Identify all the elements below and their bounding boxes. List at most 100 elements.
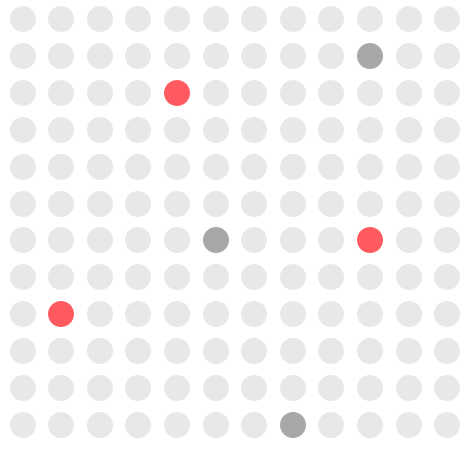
grid-dot[interactable]	[48, 116, 75, 143]
grid-dot-red[interactable]	[356, 227, 383, 254]
grid-dot[interactable]	[395, 338, 422, 365]
grid-dot[interactable]	[356, 264, 383, 291]
grid-dot[interactable]	[125, 116, 152, 143]
grid-dot[interactable]	[9, 411, 36, 438]
grid-dot[interactable]	[48, 227, 75, 254]
grid-dot[interactable]	[125, 153, 152, 180]
grid-dot[interactable]	[86, 6, 113, 32]
grid-dot[interactable]	[241, 264, 268, 291]
grid-dot[interactable]	[279, 116, 306, 143]
grid-dot[interactable]	[241, 190, 268, 217]
grid-dot[interactable]	[9, 264, 36, 291]
grid-dot[interactable]	[241, 301, 268, 328]
grid-dot[interactable]	[356, 411, 383, 438]
grid-dot[interactable]	[163, 227, 190, 254]
grid-dot[interactable]	[9, 375, 36, 401]
grid-dot[interactable]	[9, 153, 36, 180]
grid-dot[interactable]	[434, 116, 461, 143]
grid-dot[interactable]	[279, 227, 306, 254]
grid-dot[interactable]	[241, 227, 268, 254]
grid-dot[interactable]	[434, 153, 461, 180]
grid-dot[interactable]	[48, 79, 75, 106]
grid-dot[interactable]	[163, 411, 190, 438]
grid-dot[interactable]	[86, 42, 113, 69]
grid-dot[interactable]	[202, 411, 229, 438]
grid-dot[interactable]	[279, 42, 306, 69]
grid-dot[interactable]	[86, 153, 113, 180]
grid-dot[interactable]	[434, 6, 461, 32]
grid-dot[interactable]	[241, 375, 268, 401]
grid-dot[interactable]	[434, 338, 461, 365]
grid-dot[interactable]	[434, 411, 461, 438]
grid-dot[interactable]	[356, 153, 383, 180]
grid-dot[interactable]	[434, 79, 461, 106]
grid-dot[interactable]	[241, 116, 268, 143]
grid-dot[interactable]	[395, 116, 422, 143]
grid-dot[interactable]	[163, 264, 190, 291]
grid-dot[interactable]	[202, 79, 229, 106]
grid-dot[interactable]	[279, 338, 306, 365]
grid-dot[interactable]	[318, 116, 345, 143]
grid-dot[interactable]	[86, 79, 113, 106]
grid-dot[interactable]	[395, 264, 422, 291]
grid-dot[interactable]	[318, 42, 345, 69]
grid-dot[interactable]	[163, 301, 190, 328]
grid-dot[interactable]	[125, 301, 152, 328]
grid-dot[interactable]	[241, 153, 268, 180]
grid-dot[interactable]	[318, 79, 345, 106]
grid-dot[interactable]	[395, 42, 422, 69]
grid-dot[interactable]	[202, 264, 229, 291]
grid-dot-red[interactable]	[163, 79, 190, 106]
grid-dot[interactable]	[241, 6, 268, 32]
grid-dot[interactable]	[279, 375, 306, 401]
grid-dot[interactable]	[395, 153, 422, 180]
grid-dot[interactable]	[434, 42, 461, 69]
grid-dot[interactable]	[202, 338, 229, 365]
grid-dot[interactable]	[356, 375, 383, 401]
grid-dot[interactable]	[356, 301, 383, 328]
grid-dot[interactable]	[48, 338, 75, 365]
grid-dot[interactable]	[356, 116, 383, 143]
grid-dot[interactable]	[86, 116, 113, 143]
grid-dot[interactable]	[318, 375, 345, 401]
grid-dot[interactable]	[86, 338, 113, 365]
grid-dot[interactable]	[202, 6, 229, 32]
grid-dot[interactable]	[163, 338, 190, 365]
grid-dot[interactable]	[163, 42, 190, 69]
grid-dot[interactable]	[48, 411, 75, 438]
grid-dot-gray[interactable]	[356, 42, 383, 69]
grid-dot[interactable]	[279, 190, 306, 217]
grid-dot[interactable]	[163, 116, 190, 143]
grid-dot[interactable]	[318, 6, 345, 32]
grid-dot[interactable]	[279, 264, 306, 291]
grid-dot[interactable]	[202, 116, 229, 143]
grid-dot[interactable]	[9, 338, 36, 365]
grid-dot[interactable]	[86, 411, 113, 438]
grid-dot[interactable]	[395, 375, 422, 401]
grid-dot[interactable]	[395, 301, 422, 328]
grid-dot[interactable]	[318, 301, 345, 328]
grid-dot[interactable]	[125, 42, 152, 69]
grid-dot[interactable]	[395, 190, 422, 217]
grid-dot[interactable]	[395, 6, 422, 32]
grid-dot[interactable]	[356, 338, 383, 365]
grid-dot[interactable]	[125, 6, 152, 32]
grid-dot[interactable]	[125, 264, 152, 291]
grid-dot[interactable]	[356, 6, 383, 32]
grid-dot[interactable]	[202, 153, 229, 180]
grid-dot[interactable]	[202, 190, 229, 217]
grid-dot[interactable]	[202, 42, 229, 69]
grid-dot[interactable]	[9, 116, 36, 143]
grid-dot[interactable]	[48, 42, 75, 69]
grid-dot[interactable]	[48, 264, 75, 291]
grid-dot[interactable]	[434, 375, 461, 401]
grid-dot[interactable]	[434, 301, 461, 328]
grid-dot[interactable]	[318, 153, 345, 180]
grid-dot[interactable]	[9, 79, 36, 106]
grid-dot[interactable]	[163, 6, 190, 32]
grid-dot[interactable]	[86, 375, 113, 401]
grid-dot-gray[interactable]	[202, 227, 229, 254]
grid-dot[interactable]	[318, 264, 345, 291]
grid-dot[interactable]	[202, 375, 229, 401]
grid-dot[interactable]	[356, 190, 383, 217]
